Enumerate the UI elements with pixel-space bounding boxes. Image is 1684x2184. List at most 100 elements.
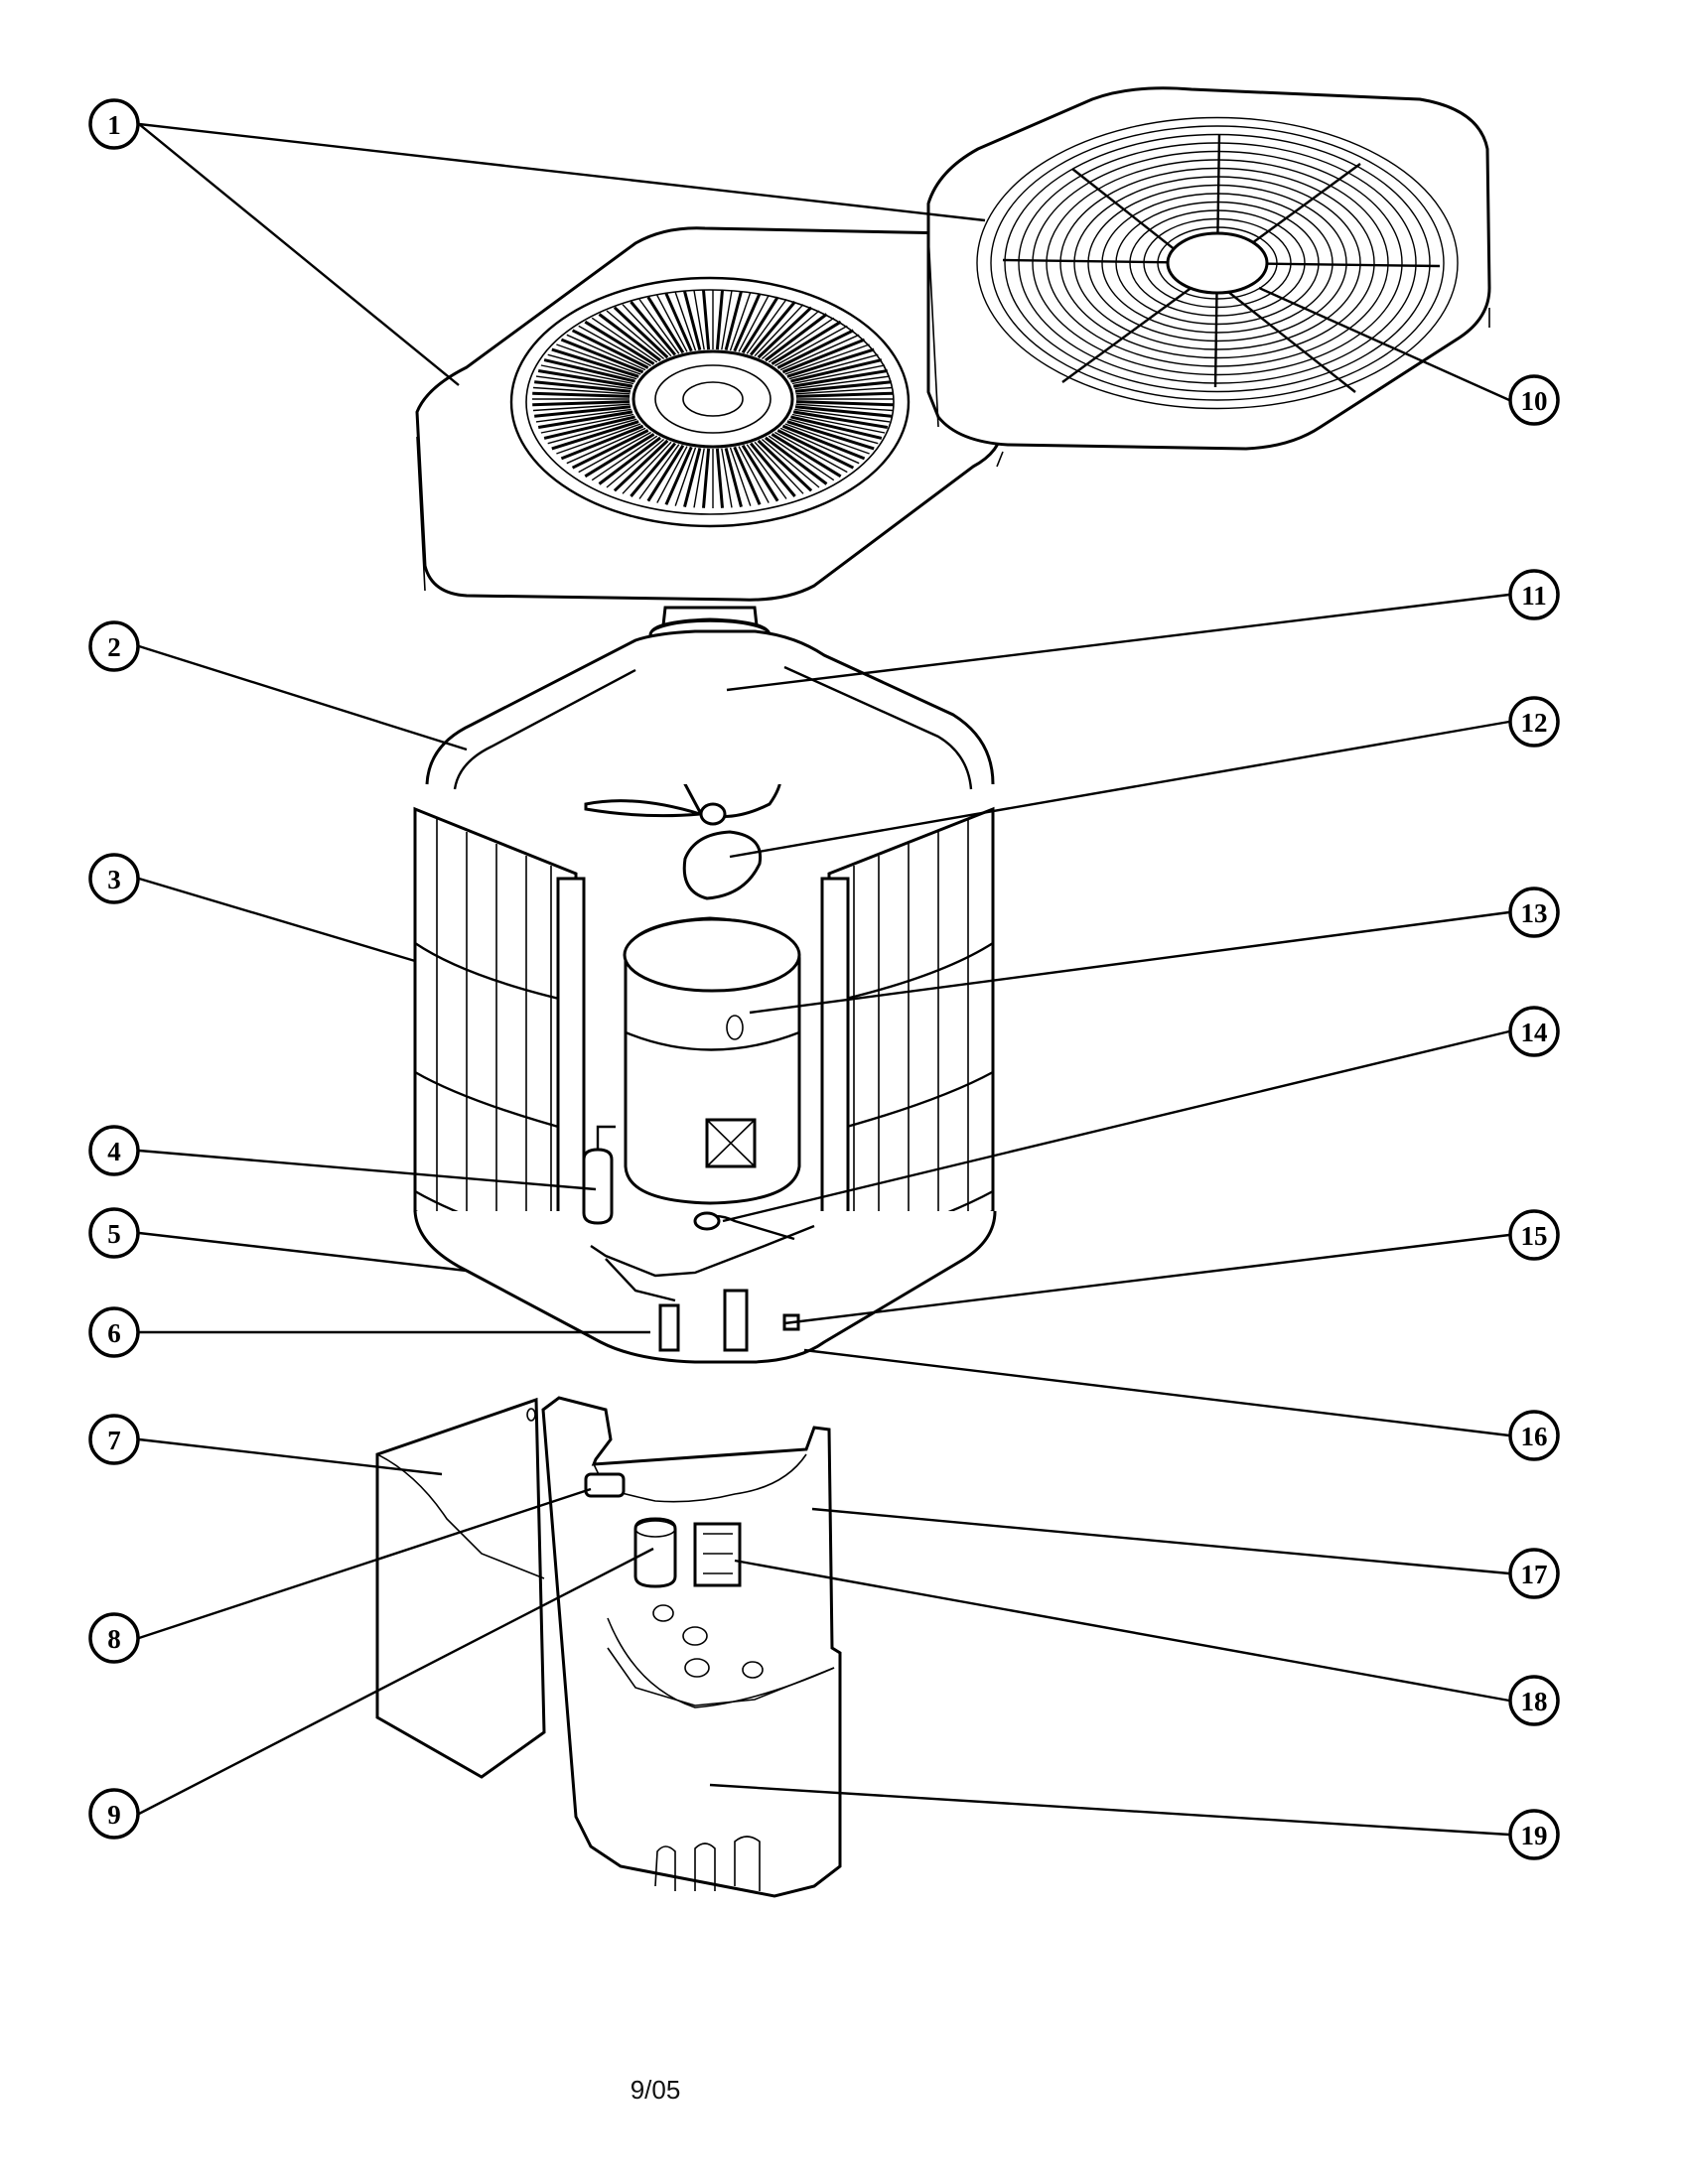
guard-ring: [1046, 159, 1389, 367]
contactor: [693, 1522, 742, 1587]
svg-text:14: 14: [1521, 1018, 1548, 1047]
louver-fin: [646, 444, 685, 502]
louver-fin: [606, 438, 665, 488]
louver-fin: [757, 439, 813, 492]
louver-fin: [578, 325, 651, 367]
louver-fin: [794, 408, 891, 423]
louver-fin: [761, 438, 820, 488]
louver-fin: [729, 447, 752, 506]
louver-fin: [532, 403, 631, 412]
louver-fin: [535, 375, 632, 390]
louver-fin: [638, 299, 680, 354]
louver-fin: [674, 292, 697, 351]
louver-fin: [738, 295, 770, 352]
louver-fin: [749, 301, 796, 356]
louver-fin: [715, 448, 724, 508]
louver-fin: [532, 386, 631, 395]
svg-text:8: 8: [107, 1624, 121, 1654]
louver-fin: [532, 400, 631, 407]
louver-fin: [591, 435, 658, 481]
louver-fin: [715, 290, 724, 350]
louver-fin: [746, 444, 787, 499]
louver-fin: [674, 447, 697, 506]
louver-fin: [656, 446, 688, 503]
louver-fin: [764, 313, 828, 362]
louver-fin: [537, 410, 633, 429]
louver-fin: [693, 448, 705, 508]
louver-fin: [702, 290, 711, 350]
louver-fin: [556, 423, 641, 455]
louver-fin: [613, 439, 669, 492]
callout-13: 13: [1508, 887, 1560, 938]
louver-fin: [724, 448, 743, 507]
louver-fin: [792, 369, 889, 388]
louver-fin: [784, 423, 870, 455]
svg-text:4: 4: [107, 1137, 121, 1166]
louver-fin: [788, 418, 879, 445]
louver-fin: [794, 380, 892, 393]
svg-text:1: 1: [107, 110, 121, 140]
louver-fin: [764, 436, 828, 485]
louver-fin: [683, 291, 702, 350]
callout-6: 6: [88, 1306, 140, 1358]
louver-fin: [771, 433, 842, 478]
callout-12: 12: [1508, 696, 1560, 748]
louver-fin: [656, 295, 688, 352]
callout-7: 7: [88, 1414, 140, 1465]
louver-fin: [771, 320, 842, 365]
louver-fin: [547, 353, 637, 380]
louver-fin: [779, 334, 860, 371]
callout-1: 1: [88, 98, 140, 150]
louver-fin: [792, 410, 889, 429]
svg-text:18: 18: [1521, 1687, 1548, 1716]
louver-fin: [534, 405, 632, 418]
louver-fin: [534, 380, 632, 393]
guard-ring: [990, 125, 1445, 401]
callout-3: 3: [88, 853, 140, 904]
louver-fin: [578, 431, 651, 474]
louver-fin: [754, 441, 804, 494]
louver-fin: [749, 442, 796, 497]
callout-15: 15: [1508, 1209, 1560, 1261]
guard-ring: [1073, 176, 1361, 350]
svg-text:12: 12: [1521, 708, 1548, 738]
louver-fin: [790, 415, 883, 440]
louver-fin: [646, 296, 685, 354]
svg-text:15: 15: [1521, 1221, 1548, 1251]
callout-11: 11: [1508, 569, 1560, 620]
svg-text:2: 2: [107, 632, 121, 662]
control-panel-main: [541, 1396, 842, 1898]
svg-text:6: 6: [107, 1318, 121, 1348]
callout-8: 8: [88, 1612, 140, 1664]
louver-fin: [543, 415, 635, 440]
access-panel-lower: [607, 1647, 835, 1706]
louver-fin: [622, 304, 672, 357]
louver-fin: [537, 369, 633, 388]
louver-fin: [746, 299, 787, 354]
louver-fin: [761, 310, 820, 360]
fan-capacitor: [584, 1472, 626, 1498]
louver-fin: [779, 427, 860, 465]
callout-4: 4: [88, 1125, 140, 1176]
louver-fin: [535, 408, 632, 423]
louver-fin: [630, 442, 677, 497]
svg-text:7: 7: [107, 1426, 121, 1455]
louver-fin: [606, 310, 665, 360]
louver-fin: [733, 293, 762, 352]
louver-fin: [788, 353, 879, 380]
louver-fin: [584, 433, 655, 478]
louver-fin: [571, 329, 649, 369]
louver-fin: [729, 292, 752, 351]
compressor: [623, 916, 801, 1205]
louver-fin: [693, 290, 705, 350]
louver-fin: [543, 358, 635, 383]
louver-fin: [532, 391, 631, 398]
louver-fin: [768, 435, 835, 481]
louver-fin: [794, 375, 891, 390]
guard-ring: [1059, 167, 1375, 359]
louver-fin: [795, 391, 894, 398]
callout-18: 18: [1508, 1675, 1560, 1726]
svg-text:9: 9: [107, 1800, 121, 1830]
louver-fin: [774, 431, 848, 474]
